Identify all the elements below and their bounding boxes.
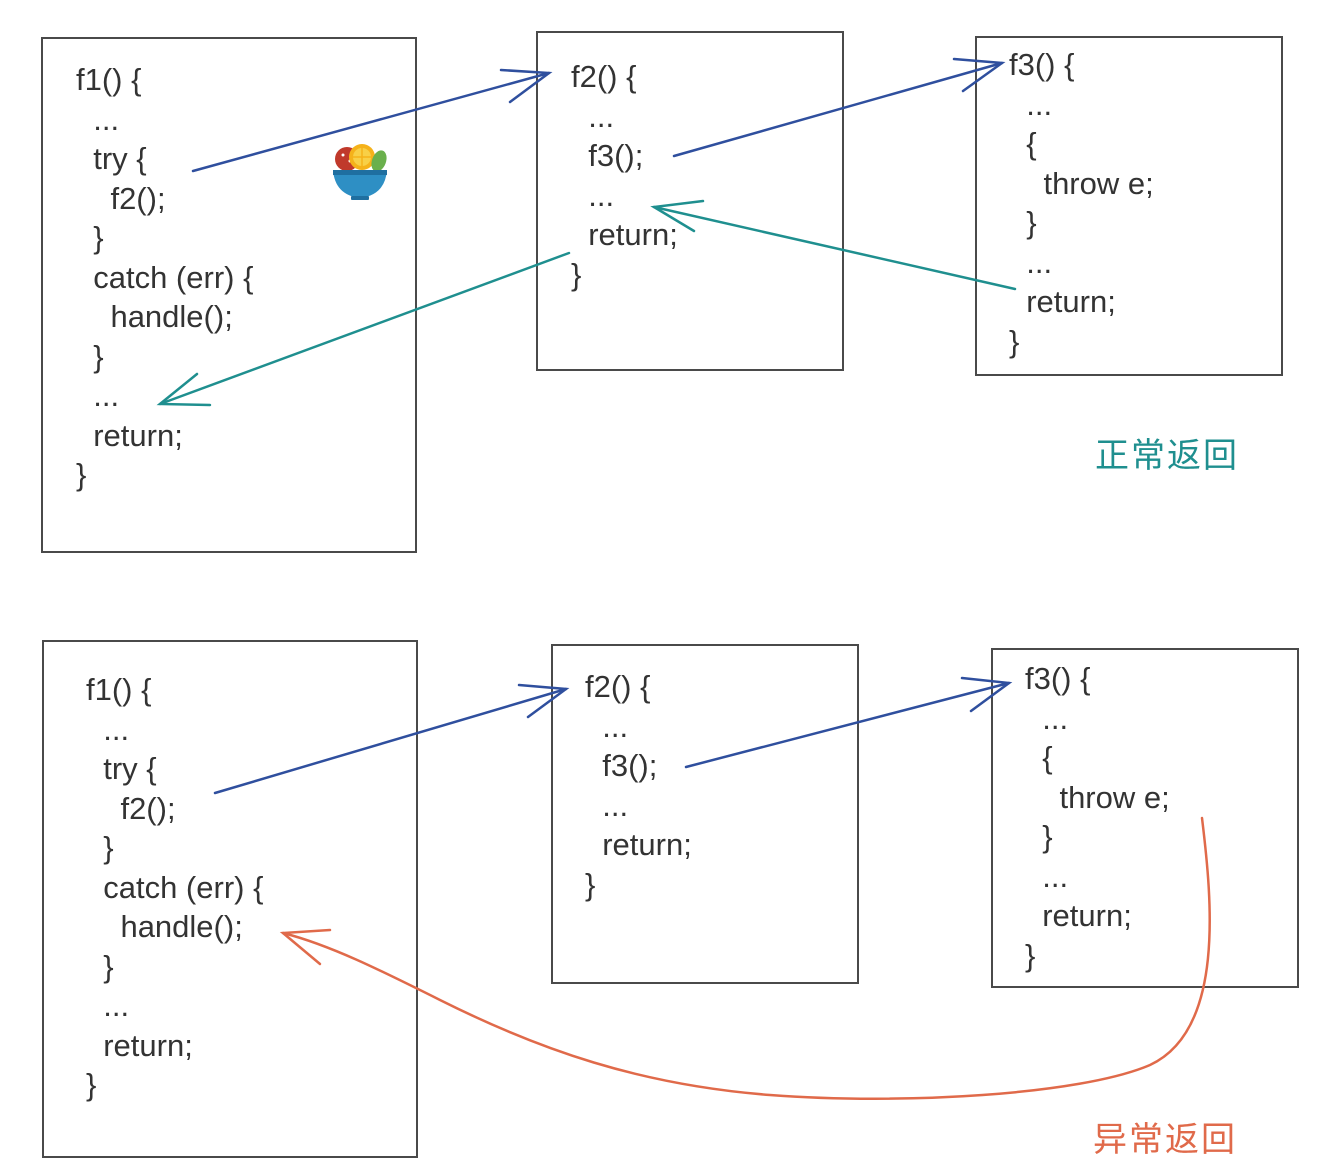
code-line: f2() {	[571, 59, 637, 94]
code-line: catch (err) {	[76, 259, 254, 295]
normal-return-label: 正常返回	[1095, 437, 1239, 475]
code-line: }	[76, 220, 104, 255]
top-call-arrow-f2-f3	[672, 57, 1006, 158]
code-line: }	[76, 457, 87, 492]
code-line: try {	[86, 751, 157, 786]
code-line: }	[76, 338, 104, 374]
code-line: }	[1009, 205, 1037, 240]
bottom-f1-code: f1() { ... try { f2(); } catch (err) { h…	[86, 670, 263, 1105]
code-line: return;	[86, 1027, 193, 1063]
top-f1-code: f1() { ... try { f2(); } catch (err) { h…	[76, 60, 253, 495]
top-f2-code: f2() { ... f3(); ... return;}	[571, 57, 678, 294]
salad-bowl-icon	[333, 144, 387, 200]
exception-return-label: 异常返回	[1093, 1121, 1237, 1159]
code-line: f2();	[76, 180, 166, 216]
top-return-arrow-f2-f1	[156, 251, 571, 407]
code-line: handle();	[86, 909, 243, 944]
code-line: ...	[585, 787, 629, 823]
code-line: ...	[86, 988, 130, 1023]
code-line: ...	[86, 711, 130, 747]
code-line: catch (err) {	[86, 869, 264, 905]
code-line: throw e;	[1025, 779, 1170, 815]
code-line: return;	[571, 217, 678, 252]
code-line: }	[86, 830, 114, 865]
code-line: ...	[1025, 700, 1069, 736]
code-line: f1() {	[76, 62, 142, 97]
top-f3-box	[975, 36, 1283, 376]
bottom-call-arrow-f2-f3	[684, 676, 1013, 769]
code-line: f2();	[86, 790, 176, 826]
code-line: }	[1009, 323, 1020, 359]
bottom-f3-box	[991, 648, 1299, 988]
code-line: }	[1025, 937, 1036, 973]
code-line: ...	[76, 101, 120, 137]
code-line: {	[1009, 126, 1037, 161]
bottom-f3-code: f3() { ... { throw e; } ... return;}	[1025, 659, 1170, 975]
code-line: f3() {	[1025, 661, 1091, 696]
code-line: return;	[76, 417, 183, 453]
code-line: }	[1025, 819, 1053, 854]
code-line: {	[1025, 740, 1053, 775]
top-f2-box	[536, 31, 844, 371]
code-line: ...	[571, 98, 615, 134]
code-line: }	[86, 1067, 97, 1102]
bottom-f2-code: f2() { ... f3(); ... return;}	[585, 667, 692, 904]
code-line: }	[585, 866, 596, 902]
bottom-call-arrow-f1-f2	[213, 683, 570, 795]
code-line: f3();	[585, 748, 658, 783]
code-line: f2() {	[585, 669, 651, 704]
code-line: f3();	[571, 138, 644, 173]
code-line: ...	[571, 177, 615, 213]
top-return-arrow-f3-f2	[650, 199, 1017, 291]
code-line: throw e;	[1009, 165, 1154, 201]
code-line: ...	[1009, 86, 1053, 122]
code-line: ...	[1009, 244, 1053, 280]
code-line: f1() {	[86, 672, 152, 707]
code-line: }	[571, 256, 582, 292]
bottom-f1-box	[42, 640, 418, 1158]
bottom-exception-arrow-f3-f1	[279, 816, 1211, 1100]
code-line: try {	[76, 141, 147, 176]
code-line: handle();	[76, 299, 233, 334]
code-line: ...	[1025, 858, 1069, 894]
code-line: ...	[585, 708, 629, 744]
top-f1-box	[41, 37, 417, 553]
code-line: return;	[585, 827, 692, 862]
top-f3-code: f3() { ... { throw e; } ... return;}	[1009, 45, 1154, 361]
code-line: return;	[1025, 898, 1132, 933]
code-line: ...	[76, 378, 120, 413]
code-line: f3() {	[1009, 47, 1075, 82]
code-line: return;	[1009, 284, 1116, 319]
code-line: }	[86, 948, 114, 984]
top-call-arrow-f1-f2	[191, 68, 553, 173]
bottom-f2-box	[551, 644, 859, 984]
